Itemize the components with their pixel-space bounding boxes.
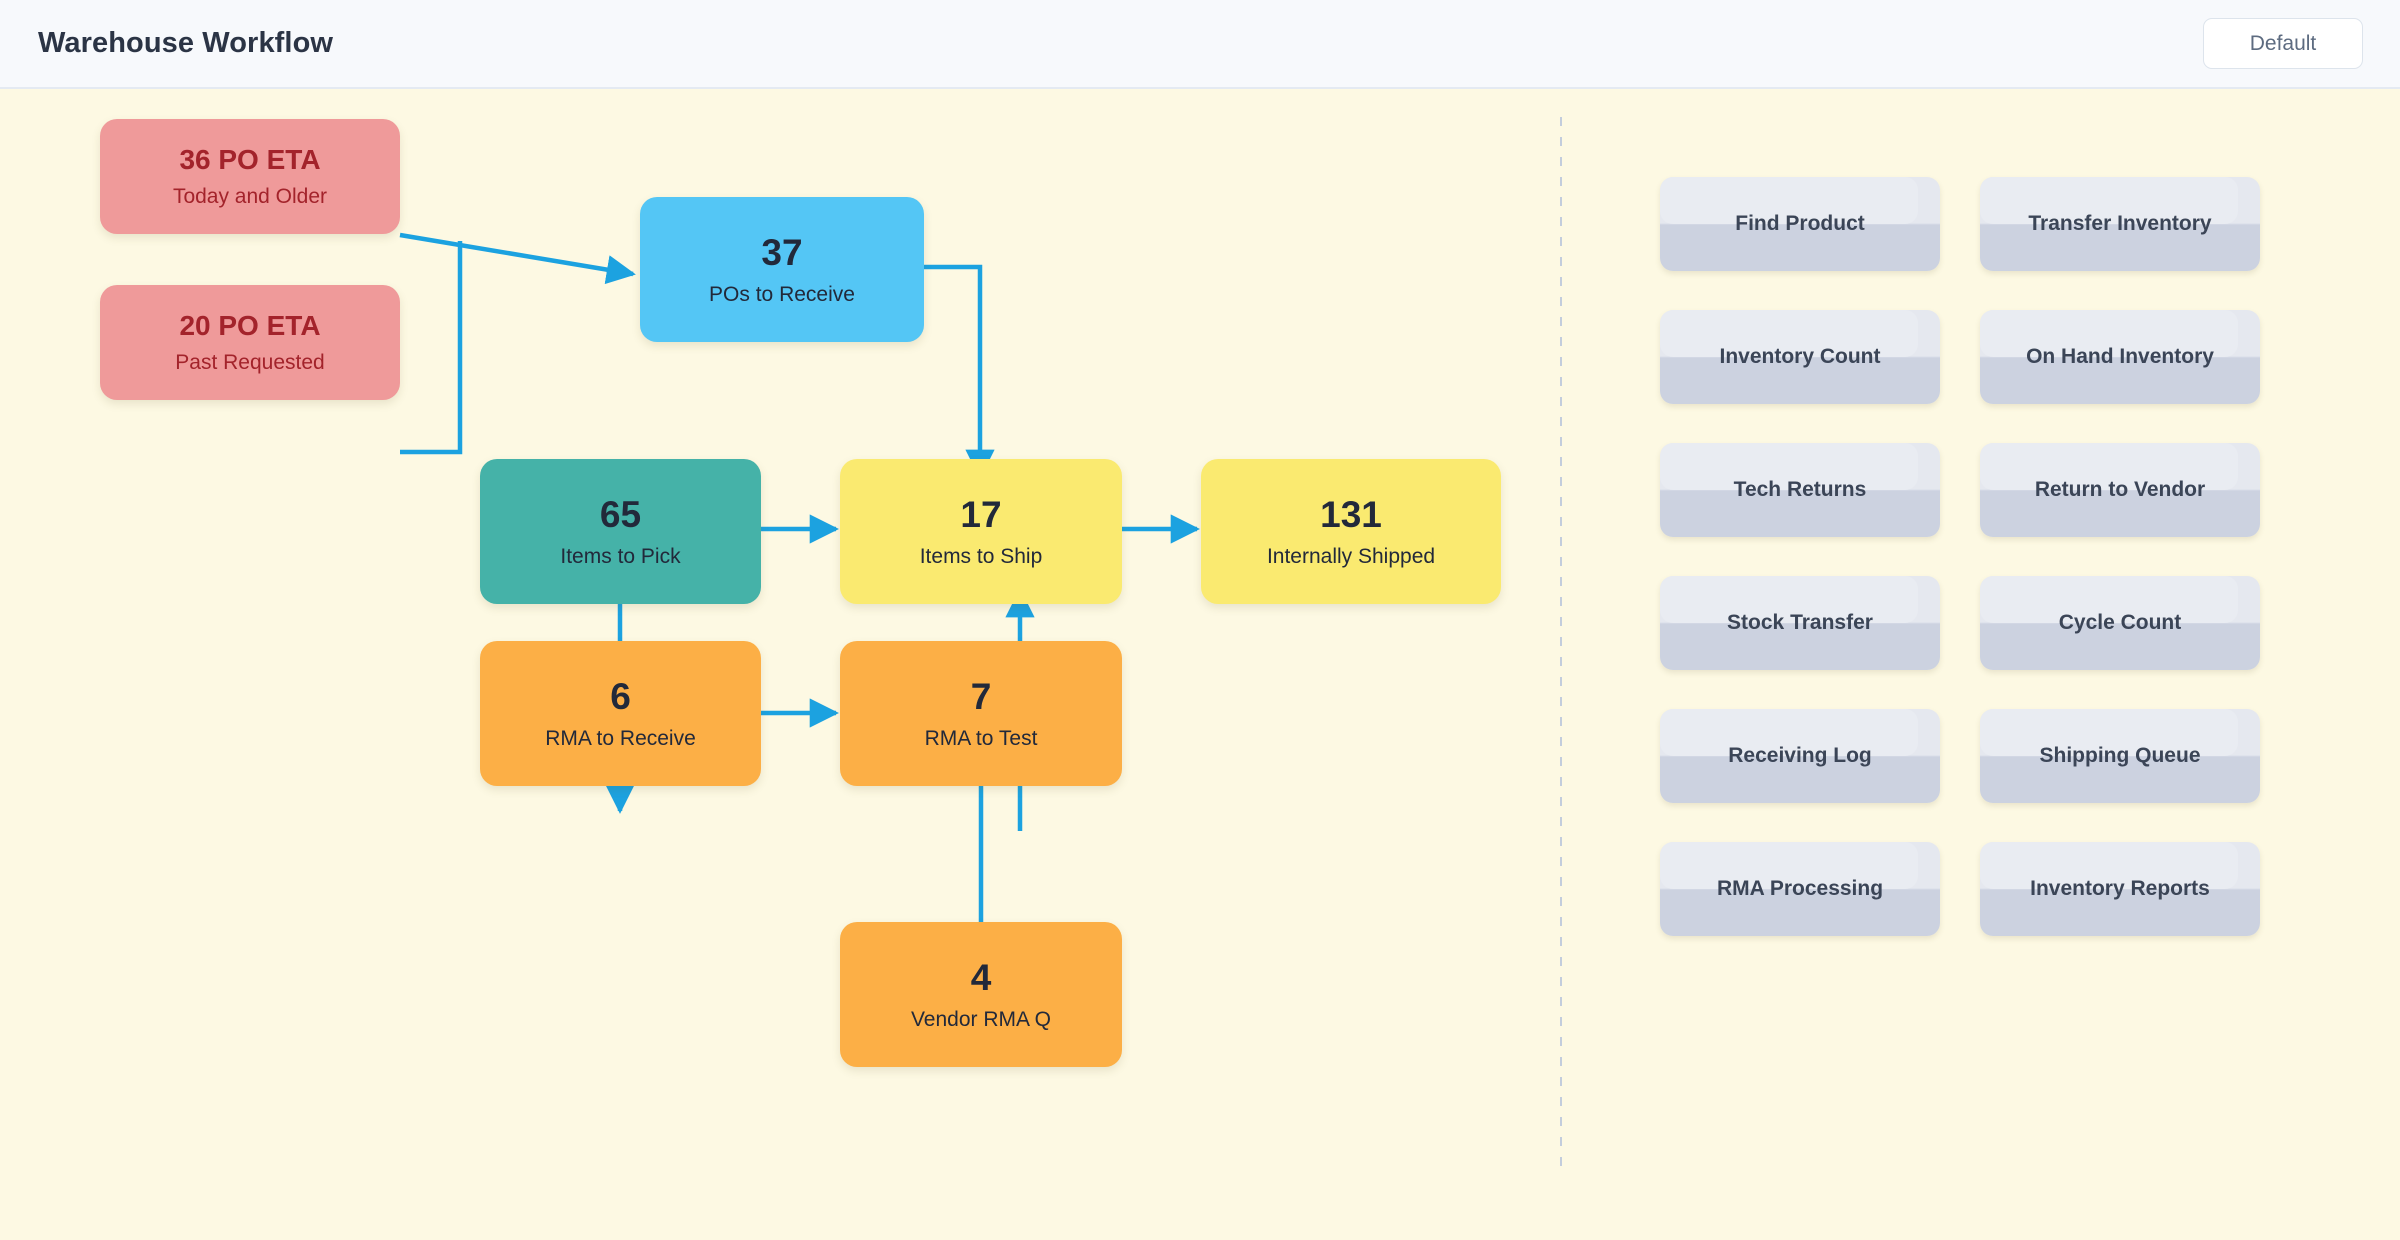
action-button-label: Cycle Count (2058, 611, 2182, 634)
flow-node-value: 4 (970, 957, 992, 998)
edge-po-eta-today-to-pos-to-receive (399, 232, 636, 285)
flow-node-value: 7 (970, 676, 992, 717)
action-button-on-hand-inventory[interactable]: On Hand Inventory (1980, 310, 2260, 404)
action-button-label: Tech Returns (1733, 478, 1867, 501)
action-button-label: Inventory Reports (2030, 877, 2210, 900)
workspace: 36 PO ETA Today and Older 20 PO ETA Past… (0, 89, 2400, 1240)
action-button-label: RMA Processing (1716, 877, 1884, 900)
action-button-label: Transfer Inventory (2028, 212, 2212, 235)
page-title: Warehouse Workflow (38, 27, 334, 59)
action-button-rma-processing[interactable]: RMA Processing (1660, 842, 1940, 936)
edge-pos-to-receive-to-items-to-ship (924, 264, 995, 479)
flow-node-label: Internally Shipped (1266, 545, 1436, 568)
flow-node-value: 36 PO ETA (179, 144, 321, 175)
flow-node-label: Past Requested (175, 351, 325, 374)
flow-node-value: 37 (761, 232, 803, 273)
flow-node-label: Items to Pick (560, 545, 681, 568)
flow-node-value: 65 (599, 494, 642, 535)
flow-node-label: Vendor RMA Q (910, 1008, 1052, 1031)
edge-po-eta-past-to-pos-to-receive (400, 241, 463, 455)
action-button-label: On Hand Inventory (2026, 345, 2214, 368)
action-button-label: Stock Transfer (1727, 611, 1873, 634)
action-button-label: Return to Vendor (2034, 478, 2206, 501)
flow-node-rma-to-test[interactable]: 7 RMA to Test (840, 641, 1122, 786)
flow-node-label: Items to Ship (919, 545, 1043, 568)
view-default-button[interactable]: Default (2203, 18, 2363, 69)
action-button-cycle-count[interactable]: Cycle Count (1980, 576, 2260, 670)
flow-node-vendor-rma-q[interactable]: 4 Vendor RMA Q (840, 922, 1122, 1067)
action-button-tech-returns[interactable]: Tech Returns (1660, 443, 1940, 537)
flow-node-label: RMA to Receive (545, 727, 696, 750)
action-button-transfer-inventory[interactable]: Transfer Inventory (1980, 177, 2260, 271)
view-default-button-label: Default (2249, 31, 2317, 55)
flow-node-items-to-pick[interactable]: 65 Items to Pick (480, 459, 761, 604)
flow-node-items-to-ship[interactable]: 17 Items to Ship (840, 459, 1122, 604)
action-button-label: Inventory Count (1719, 345, 1881, 368)
flow-node-rma-to-receive[interactable]: 6 RMA to Receive (480, 641, 761, 786)
flow-node-label: POs to Receive (709, 283, 855, 306)
flow-node-po-eta-past[interactable]: 20 PO ETA Past Requested (100, 285, 400, 400)
action-button-return-to-vendor[interactable]: Return to Vendor (1980, 443, 2260, 537)
action-button-receiving-log[interactable]: Receiving Log (1660, 709, 1940, 803)
quick-actions-panel: Find Product Transfer Inventory Inventor… (1660, 177, 2260, 936)
action-button-inventory-count[interactable]: Inventory Count (1660, 310, 1940, 404)
action-button-inventory-reports[interactable]: Inventory Reports (1980, 842, 2260, 936)
action-button-label: Shipping Queue (2039, 744, 2201, 767)
flow-node-value: 17 (960, 494, 1002, 535)
action-button-shipping-queue[interactable]: Shipping Queue (1980, 709, 2260, 803)
flow-node-value: 131 (1320, 494, 1382, 535)
flow-node-value: 6 (610, 676, 631, 717)
action-button-find-product[interactable]: Find Product (1660, 177, 1940, 271)
flow-node-label: RMA to Test (924, 727, 1038, 750)
app-header: Warehouse Workflow Default (0, 0, 2400, 89)
panel-divider (1560, 117, 1562, 1177)
flow-node-pos-to-receive[interactable]: 37 POs to Receive (640, 197, 924, 342)
flow-node-label: Today and Older (172, 185, 328, 208)
flow-node-internally-shipped[interactable]: 131 Internally Shipped (1201, 459, 1501, 604)
action-button-label: Receiving Log (1728, 744, 1872, 767)
flow-node-po-eta-today[interactable]: 36 PO ETA Today and Older (100, 119, 400, 234)
action-button-stock-transfer[interactable]: Stock Transfer (1660, 576, 1940, 670)
flow-node-value: 20 PO ETA (179, 310, 321, 341)
workflow-diagram: 36 PO ETA Today and Older 20 PO ETA Past… (0, 89, 1560, 1240)
action-button-label: Find Product (1735, 212, 1865, 235)
